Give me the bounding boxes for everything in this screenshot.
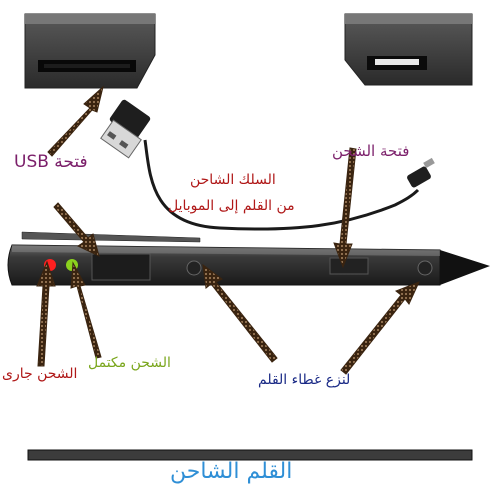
charging-label: الشحن جارى [2,366,78,382]
divider-bar [27,449,473,461]
usb-port [91,253,151,281]
usb-port-closeup [24,13,156,89]
charge-slot-closeup [344,13,473,86]
charged-label: الشحن مكتمل [88,355,171,371]
usb-port-label: فتحة USB [14,152,88,172]
pointer-arrow-icon [36,85,420,375]
cable-label-line2: من القلم إلى الموبايل [168,198,295,214]
cap-release-button-left [186,260,202,276]
cable-label-line1: السلك الشاحن [190,172,276,188]
cap-release-button-right [417,260,433,276]
micro-usb-plug-icon [407,157,435,188]
pen-body [7,231,490,286]
charge-slot-label: فتحة الشحن [332,142,410,160]
charge-port [329,257,369,275]
remove-cap-label: لنزع غطاء القلم [258,372,351,388]
charging-cable [143,139,420,231]
usb-plug-icon [100,99,151,159]
diagram-title: القلم الشاحن [170,459,293,484]
